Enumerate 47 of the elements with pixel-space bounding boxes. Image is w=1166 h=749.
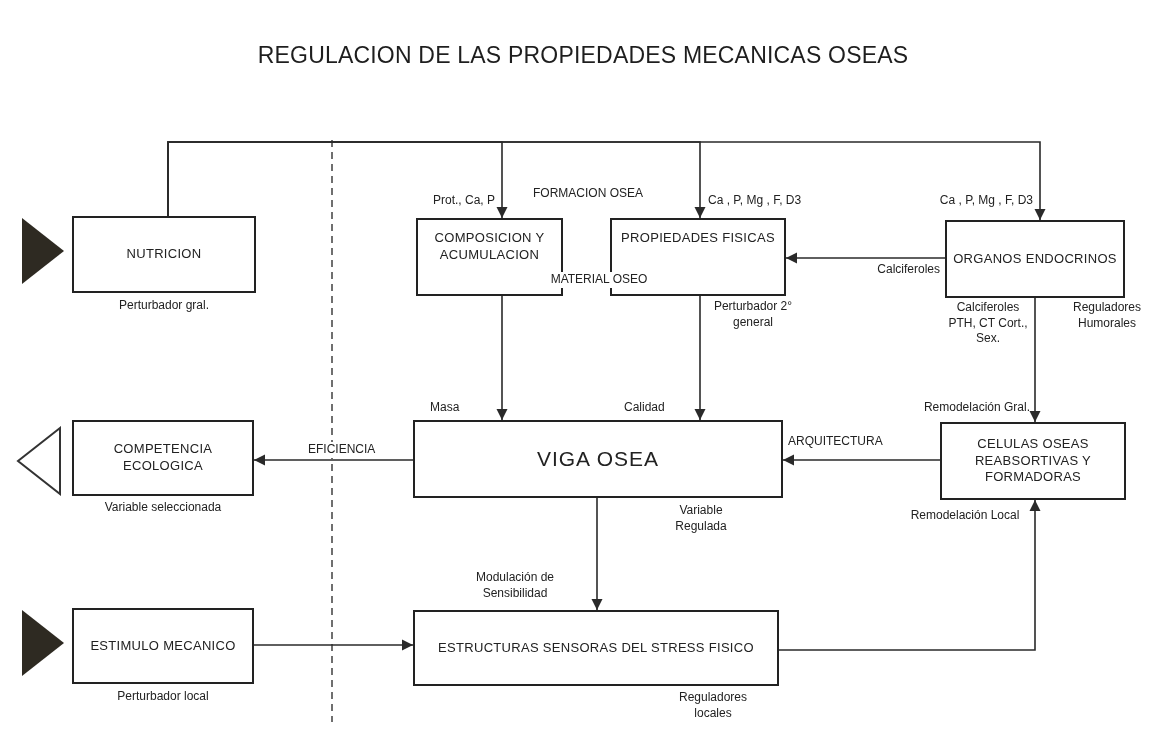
arrow bbox=[785, 252, 946, 264]
edge-label: Remodelación Gral. bbox=[922, 400, 1031, 416]
process-box bbox=[72, 420, 254, 496]
edge-label: Prot., Ca, P bbox=[431, 193, 496, 209]
process-box bbox=[610, 218, 786, 296]
process-box bbox=[72, 608, 254, 684]
arrow bbox=[778, 499, 1041, 651]
arrow bbox=[496, 295, 508, 421]
box-label: ESTIMULO MECANICO bbox=[90, 637, 236, 655]
process-box bbox=[945, 220, 1125, 298]
edge-label: Remodelación Local bbox=[909, 508, 1021, 524]
process-box bbox=[413, 420, 783, 498]
arrow bbox=[1029, 297, 1041, 423]
arrow bbox=[591, 497, 603, 611]
arrow bbox=[253, 454, 414, 466]
edge-label: ARQUITECTURA bbox=[787, 434, 884, 450]
annotation-text: Reguladores Humorales bbox=[1071, 300, 1142, 332]
arrow bbox=[694, 295, 706, 421]
edge-label: Calciferoles bbox=[876, 262, 941, 278]
arrow bbox=[253, 639, 414, 651]
box-label: COMPOSICION Y ACUMULACION bbox=[433, 230, 546, 264]
annotation-text: FORMACION OSEA bbox=[532, 186, 644, 202]
box-label: NUTRICION bbox=[126, 246, 202, 263]
box-label: ORGANOS ENDOCRINOS bbox=[953, 250, 1117, 268]
edge-label: Ca , P, Mg , F, D3 bbox=[938, 193, 1034, 209]
process-box bbox=[940, 422, 1126, 500]
node-caption: Variable Regulada bbox=[674, 503, 728, 535]
node-caption: Perturbador 2° general bbox=[712, 299, 794, 331]
box-label: PROPIEDADES FISICAS bbox=[621, 230, 775, 247]
edge-label: Masa bbox=[429, 400, 461, 416]
annotation-text: Calciferoles PTH, CT Cort., Sex. bbox=[947, 300, 1029, 347]
arrow bbox=[167, 141, 1046, 221]
node-caption: Variable seleccionada bbox=[103, 500, 223, 516]
box-label: COMPETENCIA ECOLOGICA bbox=[112, 441, 214, 475]
diagram-title: REGULACION DE LAS PROPIEDADES MECANICAS OSEAS bbox=[256, 42, 910, 69]
arrow bbox=[782, 454, 941, 466]
box-label: VIGA OSEA bbox=[536, 446, 660, 473]
box-label: ESTRUCTURAS SENSORAS DEL STRESS FISICO bbox=[438, 639, 754, 657]
box-label: CELULAS OSEAS REABSORTIVAS Y FORMADORAS bbox=[973, 435, 1093, 487]
edge-label: Modulación de Sensibilidad bbox=[474, 570, 556, 602]
node-caption: Reguladores locales bbox=[677, 690, 748, 722]
process-box bbox=[413, 610, 779, 686]
edge-label: Ca , P, Mg , F, D3 bbox=[707, 193, 803, 209]
node-caption: Perturbador local bbox=[116, 689, 210, 705]
process-box bbox=[72, 216, 256, 293]
edge-label: Calidad bbox=[623, 400, 666, 416]
node-caption: Perturbador gral. bbox=[117, 298, 210, 314]
